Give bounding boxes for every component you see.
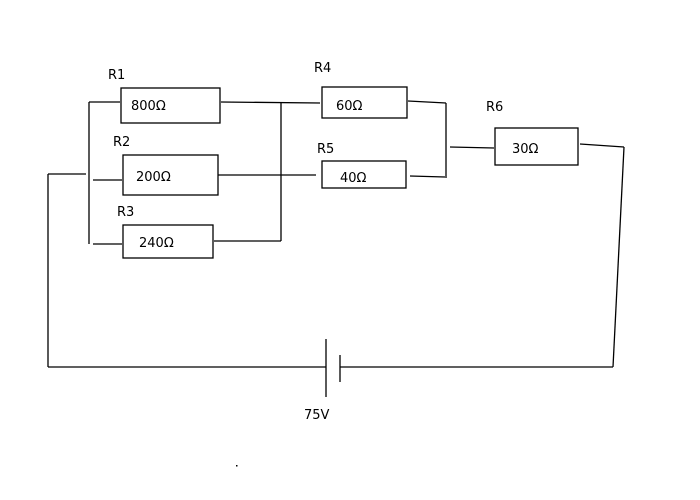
- resistor-value: 30Ω: [512, 142, 539, 157]
- resistor-r2: R2 200Ω: [113, 135, 219, 196]
- resistor-r6: R6 30Ω: [486, 100, 579, 166]
- resistor-label: R2: [113, 135, 130, 150]
- right-bus: [407, 100, 495, 178]
- resistor-value: 40Ω: [340, 171, 367, 186]
- resistor-r1: R1 800Ω: [108, 68, 221, 124]
- battery: 75V: [304, 339, 341, 423]
- resistor-label: R6: [486, 100, 503, 115]
- resistor-label: R5: [317, 142, 334, 157]
- middle-bus: [214, 101, 321, 242]
- left-bus: [48, 101, 122, 245]
- resistor-r5: R5 40Ω: [317, 142, 407, 189]
- stray-dot: [236, 465, 238, 467]
- resistor-value: 200Ω: [136, 170, 171, 185]
- resistor-value: 240Ω: [139, 236, 174, 251]
- resistor-label: R4: [314, 61, 331, 76]
- resistor-value: 800Ω: [131, 99, 166, 114]
- resistor-r3: R3 240Ω: [117, 205, 214, 259]
- resistor-label: R1: [108, 68, 125, 83]
- resistor-value: 60Ω: [336, 99, 363, 114]
- return-wire: [47, 143, 625, 368]
- battery-label: 75V: [304, 408, 330, 423]
- resistor-label: R3: [117, 205, 134, 220]
- resistor-r4: R4 60Ω: [314, 61, 408, 119]
